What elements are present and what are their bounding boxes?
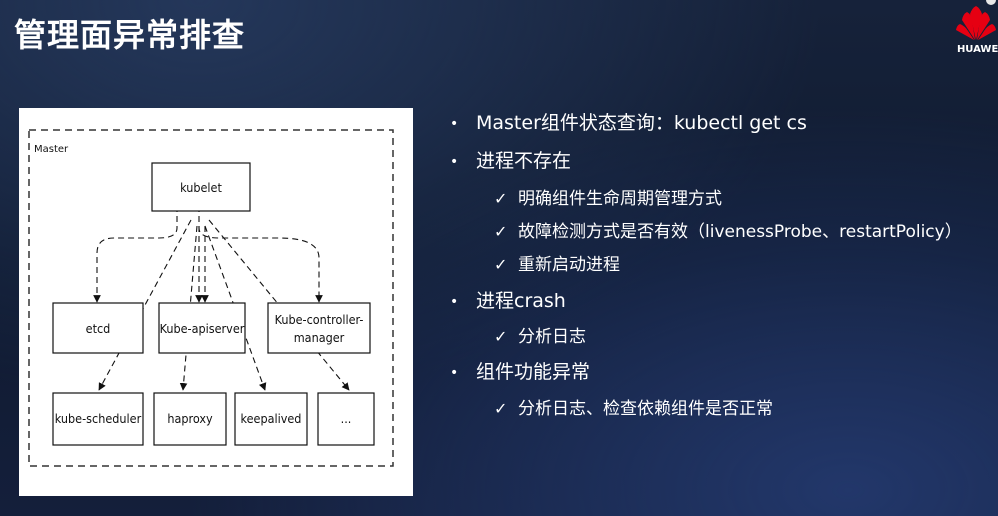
controller-label-2: manager [294,330,345,345]
sub-bullet-item: ✓ 分析日志、检查依赖组件是否正常 [494,394,773,419]
sub-bullet-item: ✓ 重新启动进程 [494,250,620,275]
keepalived-label: keepalived [241,411,302,426]
checkmark-icon: ✓ [494,222,508,241]
bullet-dot-icon: • [450,115,459,132]
sub-bullet-text: 重新启动进程 [518,255,620,275]
bullet-text: 进程不存在 [476,150,572,172]
arrow-to-scheduler [98,219,192,391]
bullet-dot-icon: • [450,364,459,381]
etcd-node [52,302,144,354]
bullet-dot-icon: • [450,153,459,170]
arrow-to-keepalived [204,225,267,391]
master-container [28,129,394,467]
sub-bullet-text: 故障检测方式是否有效（livenessProbe、restartPolicy） [518,222,962,242]
sub-bullet-text: 明确组件生命周期管理方式 [518,189,722,209]
master-architecture-diagram: Master kubelet etcd Kube-apiserver Kube [19,108,413,496]
apiserver-label: Kube-apiserver [160,321,245,336]
bullet-item: • 组件功能异常 [450,357,590,384]
kubelet-label: kubelet [180,180,222,195]
apiserver-node [158,302,246,354]
checkmark-icon: ✓ [494,399,508,418]
kubelet-node [151,162,251,212]
checkmark-icon: ✓ [494,189,508,208]
slide-title: 管理面异常排查 [14,16,246,54]
haproxy-label: haproxy [167,411,213,426]
controller-manager-node [267,302,371,354]
sub-bullet-text: 分析日志、检查依赖组件是否正常 [518,399,773,419]
corner-indicator [986,0,996,5]
sub-bullet-text: 分析日志 [518,327,586,347]
more-label: ... [341,411,352,426]
etcd-label: etcd [86,321,111,336]
checkmark-icon: ✓ [494,327,508,346]
bullet-dot-icon: • [450,293,459,310]
bullet-item: • 进程不存在 [450,146,571,173]
more-node [317,392,375,446]
sub-bullet-item: ✓ 故障检测方式是否有效（livenessProbe、restartPolicy） [494,217,962,242]
haproxy-node [153,392,227,446]
bullet-text: 进程crash [476,290,566,312]
bullet-item: • Master组件状态查询：kubectl get cs [450,108,807,135]
huawei-logo-icon [956,6,996,40]
brand-text: HUAWEI [956,44,998,55]
master-label: Master [34,144,69,155]
controller-label-1: Kube-controller- [275,312,364,327]
keepalived-node [234,392,308,446]
sub-bullet-item: ✓ 明确组件生命周期管理方式 [494,184,722,209]
sub-bullet-item: ✓ 分析日志 [494,322,586,347]
huawei-logo: HUAWEI [950,6,998,60]
bullet-item: • 进程crash [450,286,566,313]
arrow-to-controller [198,196,323,303]
scheduler-node [52,392,144,446]
scheduler-label: kube-scheduler [55,411,142,426]
bullet-text: Master组件状态查询：kubectl get cs [476,112,807,134]
checkmark-icon: ✓ [494,255,508,274]
arrow-to-etcd [93,196,178,303]
bullet-text: 组件功能异常 [476,361,591,383]
